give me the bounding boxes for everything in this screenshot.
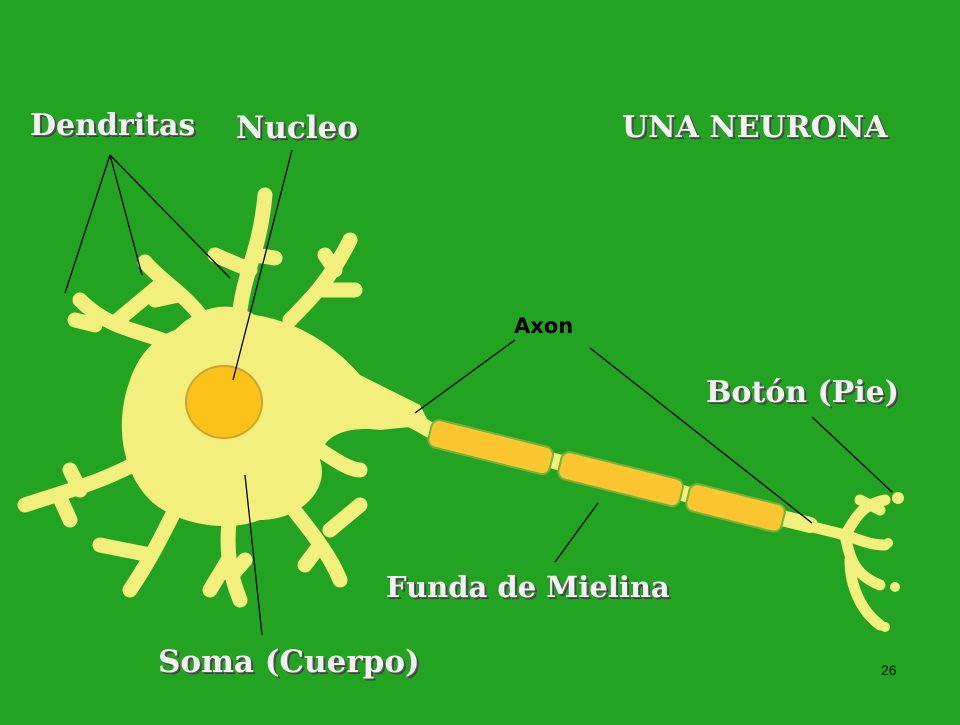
dendrites [17,187,368,608]
myelin-segment [685,483,786,533]
label-dendritas: Dendritas [30,108,196,143]
label-funda-de-mielina: Funda de Mielina [386,570,670,604]
axon-terminal [799,494,891,631]
dendrite [312,442,368,478]
nucleus [185,365,263,439]
dendrite [67,292,183,353]
axon-button [892,492,904,504]
label-nucleo: Nucleo [236,110,358,146]
dendrite [17,447,158,528]
dendrite [92,492,188,598]
neuron-cell [17,187,904,632]
myelin-segment [427,419,554,476]
leader-line-soma [244,474,263,636]
label-axon: Axon [514,314,574,338]
dendrite [282,497,368,588]
myelin-segment [557,451,684,508]
axon-button [890,582,900,592]
myelin-sheath [427,419,786,533]
dendrite [110,254,208,328]
leader-line-axon [414,339,516,414]
soma-body [121,306,430,527]
leader-line-axon [589,347,813,524]
axon-button [883,538,893,548]
label-boton: Botón (Pie) [706,375,899,410]
page-number: 26 [881,662,897,678]
dendrite [282,232,363,328]
leader-line-mielina [554,502,599,563]
axon-button [880,622,890,632]
leader-line-nucleo [232,149,293,381]
diagram-title: UNA NEURONA [622,110,888,145]
leader-line-dendritas [109,154,143,276]
leader-line-dendritas [64,154,111,294]
leader-line-boton [811,416,893,493]
leader-lines [64,149,893,636]
leader-line-dendritas [109,154,231,279]
label-soma: Soma (Cuerpo) [158,644,420,680]
dendrite [202,507,253,608]
